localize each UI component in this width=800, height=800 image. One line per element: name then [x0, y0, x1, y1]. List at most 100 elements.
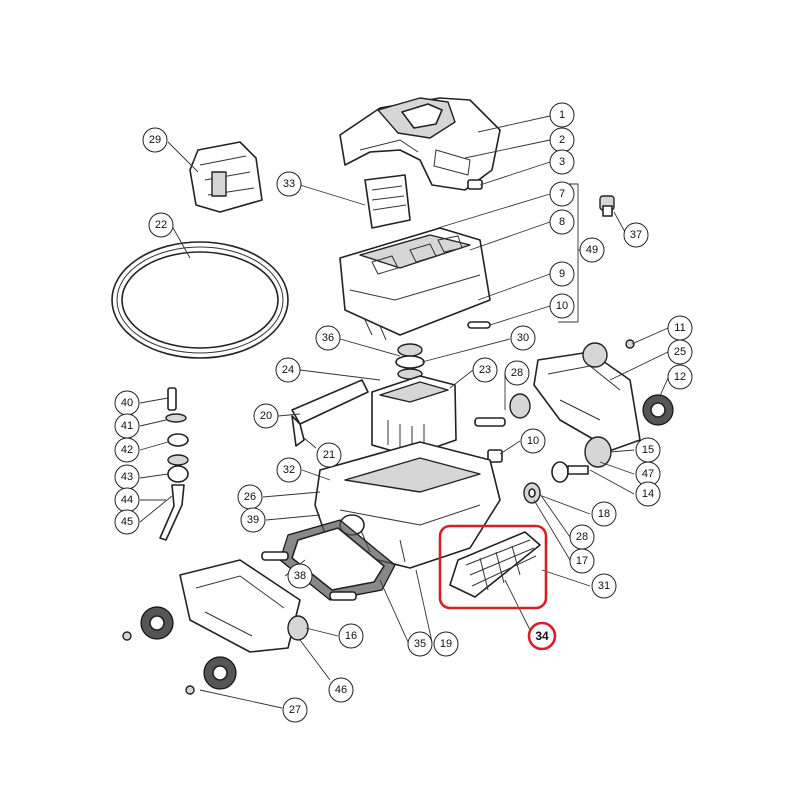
- callout[interactable]: 40: [114, 390, 140, 416]
- callout[interactable]: 8: [549, 209, 575, 235]
- callout[interactable]: 26: [237, 484, 263, 510]
- callout[interactable]: 29: [142, 127, 168, 153]
- callout-label: 45: [121, 516, 133, 528]
- callout[interactable]: 38: [287, 563, 313, 589]
- callout-label: 44: [121, 494, 133, 506]
- callout-label: 49: [586, 244, 598, 256]
- callout-label: 24: [282, 364, 294, 376]
- callout[interactable]: 18: [591, 501, 617, 527]
- clip-part-10: [487, 449, 503, 463]
- callout[interactable]: 14: [635, 481, 661, 507]
- callout[interactable]: 19: [433, 631, 459, 657]
- callout[interactable]: 47: [635, 461, 661, 487]
- callout[interactable]: 28: [504, 360, 530, 386]
- callout-label: 30: [517, 332, 529, 344]
- wheel-part-lower: [122, 606, 237, 695]
- callout-label: 22: [155, 219, 167, 231]
- screw-part-11: [625, 339, 635, 349]
- callout-label: 15: [642, 444, 654, 456]
- callout-label: 2: [559, 134, 565, 146]
- clip-part: [467, 179, 483, 190]
- callout[interactable]: 49: [579, 237, 605, 263]
- callout-label: 16: [345, 630, 357, 642]
- callout-label: 28: [576, 531, 588, 543]
- callout-label: 10: [527, 435, 539, 447]
- chassis-part: [314, 441, 501, 569]
- callout-label: 43: [121, 471, 133, 483]
- callout[interactable]: 27: [282, 697, 308, 723]
- callout[interactable]: 15: [635, 437, 661, 463]
- callout-label: 9: [559, 268, 565, 280]
- callout-label: 3: [559, 156, 565, 168]
- callout[interactable]: 43: [114, 464, 140, 490]
- callout-highlighted[interactable]: 34: [527, 621, 557, 651]
- callout-label: 37: [630, 229, 642, 241]
- callout[interactable]: 36: [315, 325, 341, 351]
- callout[interactable]: 41: [114, 413, 140, 439]
- callout[interactable]: 45: [114, 509, 140, 535]
- callout[interactable]: 42: [114, 437, 140, 463]
- callout[interactable]: 12: [667, 364, 693, 390]
- wheel-part-12: [642, 394, 674, 426]
- callout-label: 7: [559, 188, 565, 200]
- callout[interactable]: 2: [549, 127, 575, 153]
- callout[interactable]: 39: [240, 507, 266, 533]
- callout-label: 21: [323, 449, 335, 461]
- callout-label: 32: [283, 464, 295, 476]
- swivel-housing-part: [189, 141, 263, 213]
- nozzle-part: [599, 195, 615, 217]
- callout-label: 31: [598, 580, 610, 592]
- callout[interactable]: 21: [316, 442, 342, 468]
- filter-canister-part: [339, 227, 491, 341]
- callout[interactable]: 20: [253, 403, 279, 429]
- filter-screen-part: [364, 174, 411, 229]
- callout-label: 11: [674, 322, 685, 334]
- callout[interactable]: 1: [549, 102, 575, 128]
- highlight-box: [438, 524, 548, 610]
- callout-label: 23: [479, 364, 491, 376]
- callout[interactable]: 23: [472, 357, 498, 383]
- callout-label: 46: [335, 684, 347, 696]
- callout[interactable]: 31: [591, 573, 617, 599]
- callout-label: 18: [598, 508, 610, 520]
- callout[interactable]: 30: [510, 325, 536, 351]
- callout[interactable]: 17: [569, 548, 595, 574]
- brush-part: [449, 531, 541, 598]
- callout-label: 14: [642, 488, 654, 500]
- callout[interactable]: 3: [549, 149, 575, 175]
- callout-label: 40: [121, 397, 133, 409]
- callout[interactable]: 46: [328, 677, 354, 703]
- callout-label: 26: [244, 491, 256, 503]
- motor-block-part: [371, 375, 457, 457]
- callout[interactable]: 22: [148, 212, 174, 238]
- callout-label: 41: [121, 420, 133, 432]
- callout-label: 39: [247, 514, 259, 526]
- callout-label: 33: [283, 178, 295, 190]
- swivel-kit-parts: [159, 387, 189, 541]
- callout[interactable]: 10: [549, 293, 575, 319]
- callout[interactable]: 35: [407, 631, 433, 657]
- callout-label: 20: [260, 410, 272, 422]
- callout[interactable]: 11: [667, 315, 693, 341]
- callout-label: 42: [121, 444, 133, 456]
- callout[interactable]: 44: [114, 487, 140, 513]
- callout[interactable]: 10: [520, 428, 546, 454]
- callout-label: 8: [559, 216, 565, 228]
- gear-stack-part: [551, 436, 612, 483]
- callout-label: 27: [289, 704, 301, 716]
- impeller-part: [395, 343, 425, 380]
- callout[interactable]: 9: [549, 261, 575, 287]
- callout[interactable]: 25: [667, 339, 693, 365]
- callout[interactable]: 16: [338, 623, 364, 649]
- left-side-panel-part: [179, 551, 357, 653]
- callout-label: 38: [294, 570, 306, 582]
- callout[interactable]: 37: [623, 222, 649, 248]
- callout[interactable]: 28: [569, 524, 595, 550]
- top-cover-part: [339, 97, 501, 191]
- callout[interactable]: 7: [549, 181, 575, 207]
- callout[interactable]: 32: [276, 457, 302, 483]
- callout[interactable]: 24: [275, 357, 301, 383]
- callout-label: 17: [576, 555, 588, 567]
- callout[interactable]: 33: [276, 171, 302, 197]
